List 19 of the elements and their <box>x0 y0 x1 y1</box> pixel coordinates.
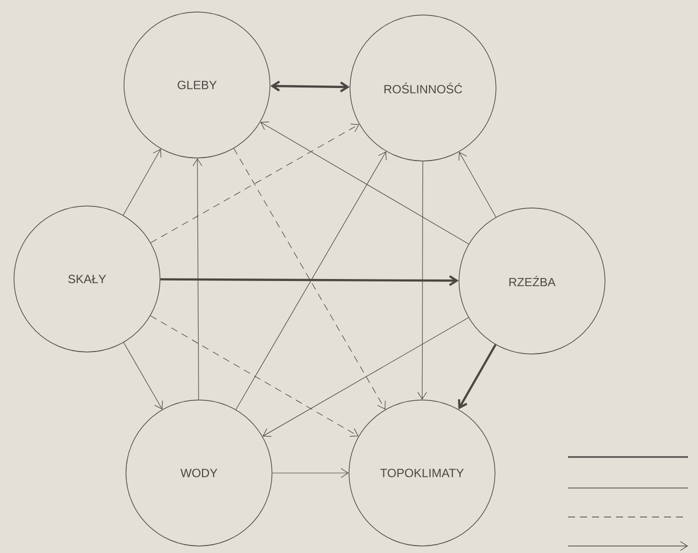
arrow <box>192 158 202 400</box>
arrow <box>270 80 350 92</box>
circle-node: TOPOKLIMATY <box>348 400 496 546</box>
arrow <box>150 124 360 244</box>
arrow <box>150 315 359 437</box>
arrow <box>123 342 163 410</box>
circle-node: SKAŁY <box>14 206 160 352</box>
arrow <box>272 468 349 478</box>
arrow <box>260 122 469 244</box>
arrow <box>458 344 496 410</box>
arrow <box>417 161 428 400</box>
arrow <box>122 148 162 216</box>
arrow <box>262 317 469 437</box>
circle-node: WODY <box>126 400 272 546</box>
circle-node: ROŚLINNOŚĆ <box>350 14 496 162</box>
circle-node: GLEBY <box>124 12 270 158</box>
arrow <box>458 152 496 218</box>
circle-node: RZEŹBA <box>458 208 606 354</box>
arrow <box>160 275 459 286</box>
